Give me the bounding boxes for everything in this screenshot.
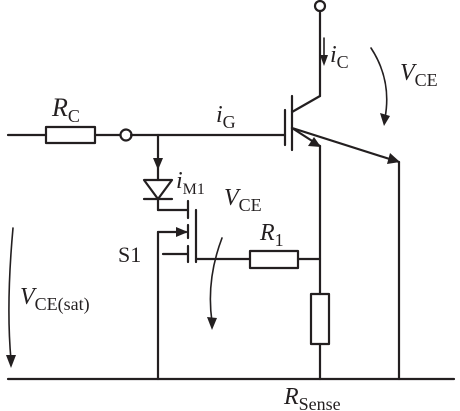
- im1-label: iM1: [176, 168, 205, 198]
- mosfet-s1: [156, 199, 322, 381]
- rc-resistor: [44, 125, 97, 145]
- vce-sat-arrow: [8, 227, 14, 361]
- diode-icon: [142, 178, 174, 201]
- vce-top-label: VCE: [400, 60, 438, 90]
- rsense-resistor: [309, 292, 331, 346]
- igbt-transistor: [283, 94, 401, 164]
- vce-mid-arrow: [209, 237, 223, 323]
- vce-top-arrow: [370, 47, 388, 119]
- ig-label: iG: [216, 102, 236, 132]
- collector-terminal[interactable]: [313, 0, 327, 13]
- gate-terminal[interactable]: [119, 128, 133, 142]
- ic-label: iC: [330, 42, 349, 72]
- vce-mid-label: VCE: [224, 185, 262, 215]
- s1-label: S1: [118, 242, 141, 267]
- rc-label: RC: [51, 93, 80, 126]
- emitter-leg: [309, 144, 331, 381]
- diode-branch: [142, 133, 190, 212]
- r1-resistor: [248, 249, 300, 270]
- r1-label: R1: [259, 220, 284, 250]
- collector-lead: [313, 0, 328, 98]
- vce-sat-label: VCE(sat): [20, 284, 90, 315]
- rsense-label: RSense: [283, 384, 341, 411]
